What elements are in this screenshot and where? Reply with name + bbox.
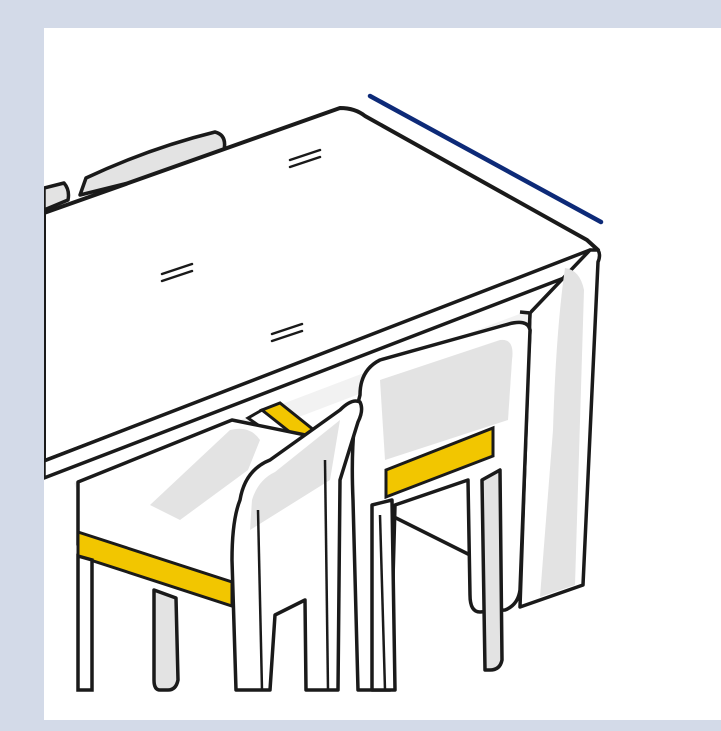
illustration-canvas [44, 28, 721, 720]
table-side-shade [540, 268, 584, 597]
left-chair [76, 399, 364, 692]
table-top [44, 106, 600, 463]
far-chair-backrests [44, 130, 227, 212]
right-chair-yellow-bar [384, 425, 495, 500]
depth-measurement-line [367, 93, 604, 225]
table-chairs-illustration [44, 93, 604, 692]
table-surface-marks [160, 148, 322, 343]
right-chair [350, 320, 532, 692]
